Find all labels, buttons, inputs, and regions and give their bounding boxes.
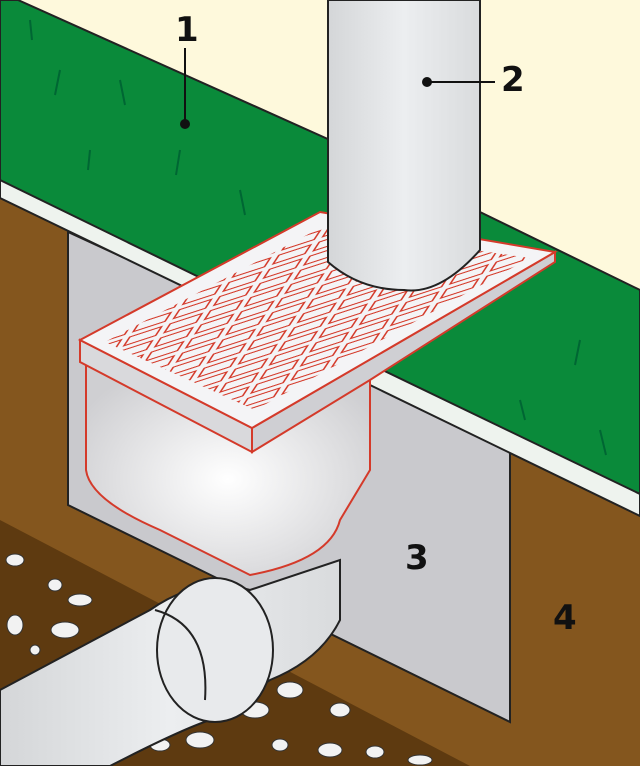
label-trench: 3 xyxy=(405,538,429,578)
drain-box xyxy=(85,360,371,577)
label-downpipe: 2 xyxy=(501,60,525,100)
soil-right xyxy=(370,380,640,766)
label-grass: 1 xyxy=(175,10,199,50)
downpipe xyxy=(327,0,481,292)
label-soil: 4 xyxy=(553,598,577,638)
